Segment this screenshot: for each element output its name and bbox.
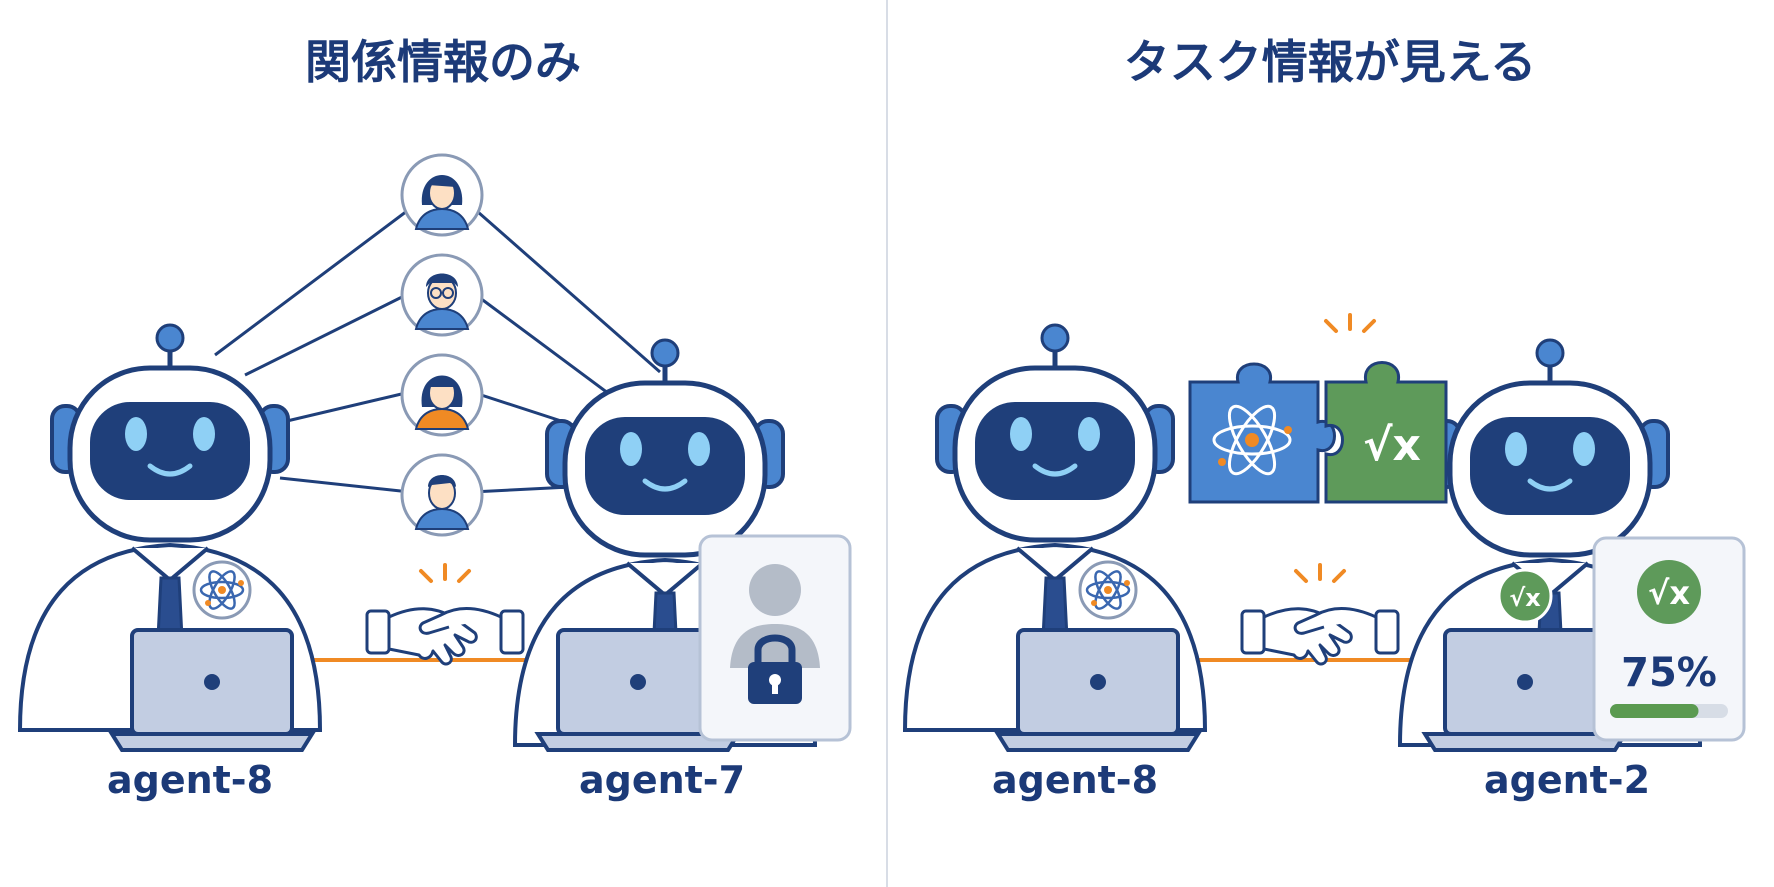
puzzle-sqrt-text: √x <box>1363 420 1421 471</box>
spark-icon <box>419 563 471 583</box>
puzzle-piece-blue <box>1188 362 1336 504</box>
progress-label: 75% <box>1621 650 1717 696</box>
agent-label-right: agent-7 <box>579 758 745 802</box>
person-silhouette-icon <box>730 564 820 668</box>
contact-avatar-2 <box>400 253 484 337</box>
atom-icon <box>1078 560 1138 620</box>
left-panel-title: 関係情報のみ <box>305 35 581 89</box>
agent-label-right: agent-2 <box>1484 758 1650 802</box>
locked-profile-card <box>698 534 852 742</box>
atom-icon <box>1212 404 1292 476</box>
spark-icon <box>1324 313 1376 333</box>
agent-label-left: agent-8 <box>107 758 273 802</box>
lock-icon <box>748 634 802 704</box>
laptop-icon <box>110 628 314 752</box>
relationship-lines <box>214 203 661 494</box>
handshake-icon <box>1240 606 1400 666</box>
laptop-icon <box>996 628 1200 752</box>
contact-avatar-3 <box>400 353 484 437</box>
task-progress-card: √x 75% <box>1592 536 1746 742</box>
progress-fill <box>1610 704 1699 718</box>
contact-avatar-4 <box>400 453 484 537</box>
contact-avatar-1 <box>400 153 484 237</box>
sqrt-badge-icon: √x <box>1497 568 1553 624</box>
agent-label-left: agent-8 <box>992 758 1158 802</box>
sqrt-badge-text: √x <box>1509 584 1541 612</box>
right-panel-title: タスク情報が見える <box>1124 35 1537 89</box>
puzzle-piece-green: √x <box>1324 361 1448 504</box>
left-panel: 関係情報のみ <box>20 35 852 802</box>
card-sqrt-text: √x <box>1648 574 1690 612</box>
atom-icon <box>192 560 252 620</box>
handshake-icon <box>365 606 525 666</box>
right-panel: タスク情報が見える √x <box>905 35 1746 802</box>
spark-icon <box>1294 563 1346 583</box>
